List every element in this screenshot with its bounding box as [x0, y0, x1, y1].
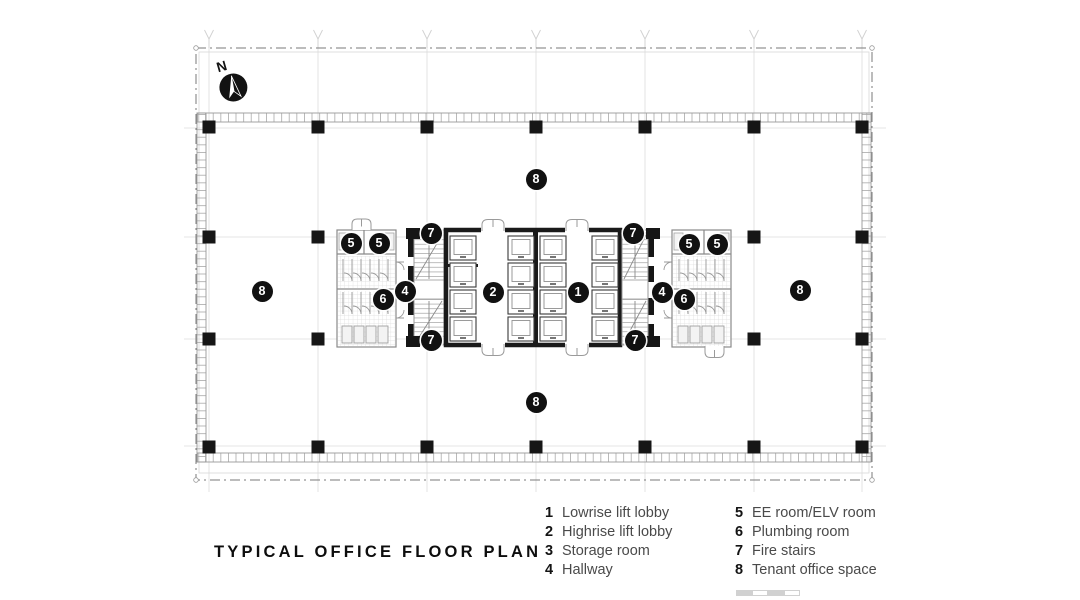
legend-item-label: Hallway [562, 562, 613, 578]
badge-fire-stairs: 7 [624, 329, 646, 351]
structural-columns [202, 120, 869, 454]
badge-lowrise-lift-lobby: 1 [567, 281, 589, 303]
legend-item-label: Storage room [562, 543, 650, 559]
badge-tenant-office-space: 8 [789, 279, 811, 301]
badge-plumbing-room: 6 [372, 288, 394, 310]
legend-column-1: 1 Lowrise lift lobby 2 Highrise lift lob… [545, 504, 713, 580]
legend-item-label: Fire stairs [752, 543, 816, 559]
legend-item-label: Highrise lift lobby [562, 524, 673, 540]
legend-item: 1 Lowrise lift lobby [545, 504, 713, 523]
curtain-wall [196, 112, 872, 463]
legend-item-number: 6 [735, 524, 744, 540]
elevator-core [443, 219, 623, 356]
badge-tenant-office-space: 8 [525, 168, 547, 190]
legend-item-number: 2 [545, 524, 554, 540]
badge-ee-elv-room: 5 [340, 232, 362, 254]
legend-item-label: Lowrise lift lobby [562, 505, 670, 521]
badge-highrise-lift-lobby: 2 [482, 281, 504, 303]
hallway-east [663, 261, 673, 319]
legend-item: 6 Plumbing room [735, 523, 903, 542]
legend-item: 7 Fire stairs [735, 542, 903, 561]
legend-item-label: EE room/ELV room [752, 505, 876, 521]
badge-tenant-office-space: 8 [525, 391, 547, 413]
legend-column-2: 5 EE room/ELV room 6 Plumbing room 7 Fir… [735, 504, 903, 580]
legend-item-number: 3 [545, 543, 554, 559]
legend-item: 2 Highrise lift lobby [545, 523, 713, 542]
badge-plumbing-room: 6 [673, 288, 695, 310]
north-arrow: N [202, 53, 270, 117]
legend-item-number: 8 [735, 562, 744, 578]
legend-item-label: Plumbing room [752, 524, 850, 540]
badge-hallway: 4 [651, 281, 673, 303]
fire-stairs-east [621, 228, 660, 347]
legend-item-number: 5 [735, 505, 744, 521]
hallway-west [395, 261, 405, 319]
badge-fire-stairs: 7 [420, 329, 442, 351]
badge-ee-elv-room: 5 [368, 232, 390, 254]
legend-item: 8 Tenant office space [735, 561, 903, 580]
badge-tenant-office-space: 8 [251, 280, 273, 302]
legend-item-number: 4 [545, 562, 554, 578]
lobby-entrances [481, 219, 589, 356]
legend: 1 Lowrise lift lobby 2 Highrise lift lob… [545, 504, 903, 580]
legend-item: 3 Storage room [545, 542, 713, 561]
property-line [193, 45, 875, 483]
badge-fire-stairs: 7 [622, 222, 644, 244]
legend-item-label: Tenant office space [752, 562, 877, 578]
compass-needle-icon [229, 75, 243, 99]
legend-item: 5 EE room/ELV room [735, 504, 903, 523]
badge-ee-elv-room: 5 [706, 233, 728, 255]
badge-hallway: 4 [394, 280, 416, 302]
badge-fire-stairs: 7 [420, 222, 442, 244]
legend-item-number: 7 [735, 543, 744, 559]
badge-ee-elv-room: 5 [678, 233, 700, 255]
core-middle-wall [533, 228, 538, 347]
scale-bar [736, 590, 802, 600]
door-vestibule [351, 218, 372, 230]
door-vestibule [704, 346, 725, 358]
page-title: TYPICAL OFFICE FLOOR PLAN [214, 543, 542, 561]
grid-fork-markers [204, 29, 867, 48]
legend-item-number: 1 [545, 505, 554, 521]
legend-item: 4 Hallway [545, 561, 713, 580]
